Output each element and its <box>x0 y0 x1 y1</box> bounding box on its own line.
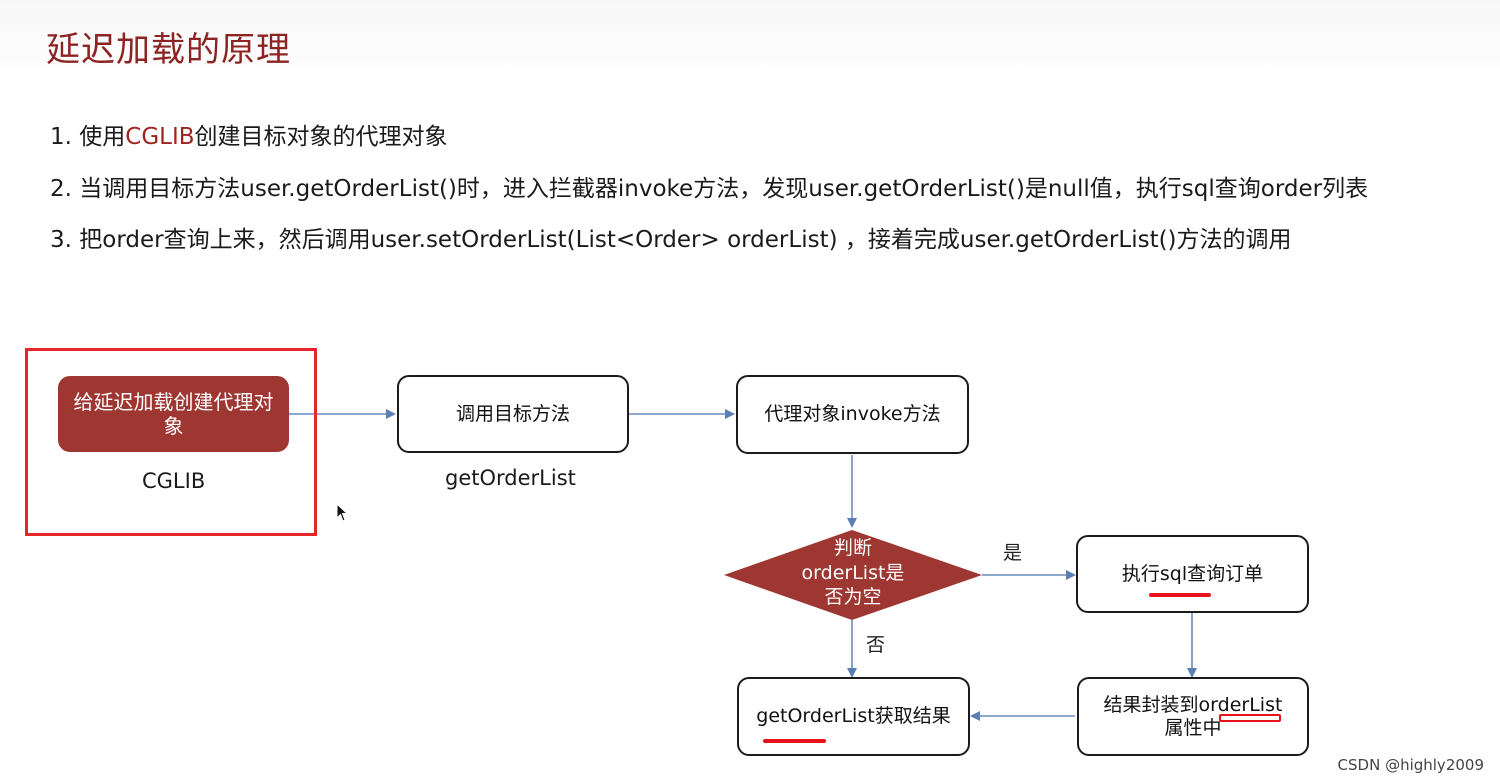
highlight-frame <box>25 348 317 536</box>
node-wrap-result-label: 结果封装到orderList属性中 <box>1103 693 1283 739</box>
decision-text: 判断 orderList是 否为空 <box>770 536 936 610</box>
annotation-box-orderlist <box>1219 714 1281 722</box>
decision-line-2: orderList是 <box>801 561 905 584</box>
node-call-target: 调用目标方法 <box>397 375 629 453</box>
caption-cglib: CGLIB <box>142 469 206 493</box>
watermark: CSDN @highly2009 <box>1337 756 1484 774</box>
decision-diamond <box>724 530 982 620</box>
caption-getorderlist: getOrderList <box>445 466 576 490</box>
node-invoke-label: 代理对象invoke方法 <box>764 403 941 426</box>
step-1-highlight: CGLIB <box>125 124 195 150</box>
step-3: 3. 把order查询上来，然后调用user.setOrderList(List… <box>50 227 1292 253</box>
annotation-underline-getorderlist <box>763 739 826 743</box>
step-2: 2. 当调用目标方法user.getOrderList()时，进入拦截器invo… <box>50 176 1369 202</box>
node-call-target-label: 调用目标方法 <box>455 402 570 425</box>
node-get-result-label: getOrderList获取结果 <box>756 705 951 728</box>
decision-line-1: 判断 <box>833 537 872 559</box>
annotation-underline-sql <box>1149 593 1211 597</box>
step-1-suffix: 创建目标对象的代理对象 <box>194 124 448 150</box>
header-bar <box>0 0 1500 84</box>
mouse-cursor-icon <box>336 503 349 522</box>
decision-line-3: 否为空 <box>824 586 882 609</box>
label-no: 否 <box>866 634 886 656</box>
step-1-prefix: 1. 使用 <box>50 124 126 150</box>
node-wrap-result: 结果封装到orderList属性中 <box>1077 677 1309 756</box>
node-invoke: 代理对象invoke方法 <box>736 375 969 454</box>
node-exec-sql-label: 执行sql查询订单 <box>1121 562 1264 585</box>
page-title: 延迟加载的原理 <box>46 30 291 70</box>
step-1: 1. 使用CGLIB创建目标对象的代理对象 <box>50 117 448 151</box>
node-create-proxy: 给延迟加载创建代理对象 <box>58 376 289 452</box>
label-yes: 是 <box>1003 542 1023 564</box>
node-exec-sql: 执行sql查询订单 <box>1076 535 1309 613</box>
node-get-result: getOrderList获取结果 <box>737 677 970 756</box>
node-create-proxy-label: 给延迟加载创建代理对象 <box>73 390 274 438</box>
